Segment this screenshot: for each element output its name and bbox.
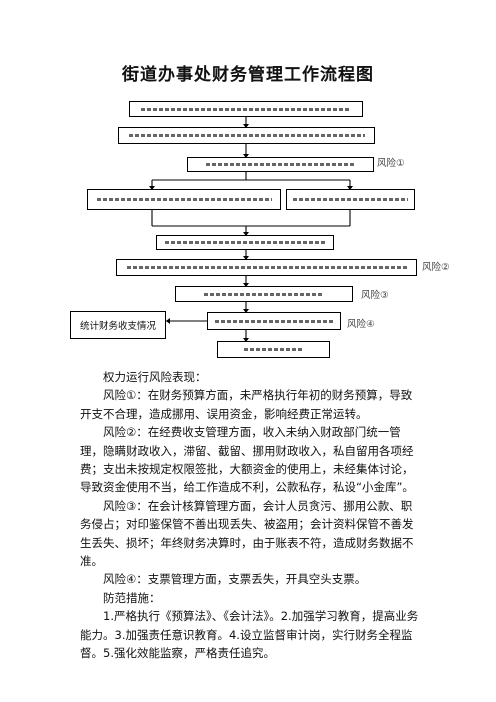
risk-2-text: 风险②：在经费收支管理方面，收入未纳入财政部门统一管理，隐瞒财政收入，滞留、截留…	[80, 425, 414, 495]
flow-step-6	[116, 259, 417, 276]
flow-side-box: 统计财务收支情况	[70, 311, 166, 339]
risk-heading: 权力运行风险表现：	[103, 370, 207, 384]
measures-text: 1.严格执行《预算法》、《会计法》。2.加强学习教育，提高业务能力。3.加强责任…	[80, 609, 419, 661]
flow-step-2	[118, 127, 375, 144]
risk-4-text: 风险④：支票管理方面，支票丢失，开具空头支票。	[103, 572, 367, 587]
illegible-text	[215, 319, 333, 323]
illegible-text	[243, 348, 304, 351]
page-title: 街道办事处财务管理工作流程图	[122, 65, 374, 85]
risk-description: 权力运行风险表现： 风险①：在财务预算方面，未严格执行年初的财务预算，导致开支不…	[80, 368, 420, 663]
risk-label-3: 风险③	[361, 290, 389, 301]
flow-step-4a	[87, 189, 281, 210]
flow-step-3	[187, 157, 374, 172]
flow-step-9	[217, 341, 330, 358]
illegible-text	[128, 134, 365, 137]
illegible-text	[126, 266, 407, 269]
illegible-text	[165, 241, 325, 244]
flow-step-1	[129, 101, 363, 117]
measures-heading: 防范措施：	[103, 590, 161, 605]
risk-1-text: 风险①：在财务预算方面，未严格执行年初的财务预算，导致开支不合理，造成挪用、误用…	[80, 388, 413, 421]
illegible-text	[293, 198, 408, 201]
flow-step-8	[207, 312, 341, 330]
risk-3-text: 风险③：在会计核算管理方面，会计人员贪污、挪用公款、职务侵占；对印鉴保管不善出现…	[80, 498, 414, 569]
flow-step-7	[175, 286, 353, 302]
illegible-text	[96, 198, 272, 201]
flow-step-5	[156, 235, 334, 250]
side-box-label: 统计财务收支情况	[79, 321, 156, 332]
illegible-text	[204, 292, 324, 296]
flow-step-4b	[286, 189, 415, 210]
risk-label-4: 风险④	[347, 319, 375, 330]
risk-label-2: 风险②	[422, 262, 450, 273]
illegible-text	[141, 107, 351, 111]
illegible-text	[205, 163, 356, 166]
risk-label-1: 风险①	[377, 158, 405, 169]
